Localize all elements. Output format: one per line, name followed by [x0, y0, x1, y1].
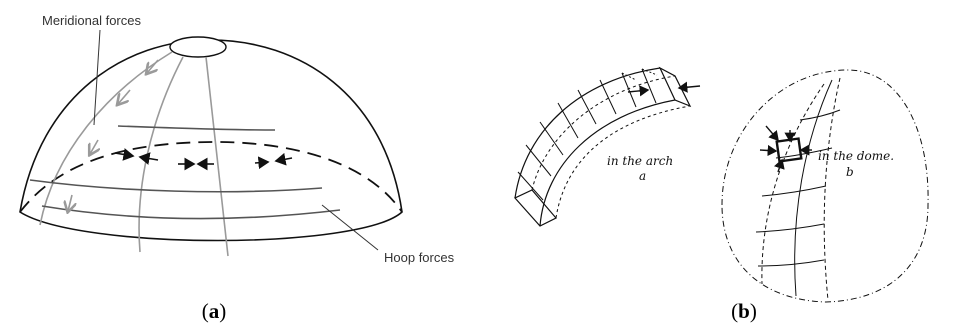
- meridian-line: [138, 56, 184, 253]
- arch-label: in the arch: [607, 154, 673, 168]
- dome-b-hoop: [761, 185, 827, 197]
- hoop-arrow-pair: [254, 152, 293, 170]
- dome-b-force-arrow: [765, 125, 779, 142]
- meridional-arrow: [90, 139, 98, 154]
- dome-b-hoop: [799, 109, 841, 121]
- dome-b-meridian: [823, 77, 841, 301]
- meridional-arrow: [118, 89, 131, 104]
- arch-outer-edge: [514, 67, 661, 199]
- arch-thrust-arrow: [627, 85, 650, 97]
- arch-bottom-end: [514, 189, 557, 227]
- hoop-line: [117, 125, 276, 131]
- dome-sublabel: b: [846, 165, 854, 179]
- oculus: [169, 36, 227, 58]
- arch-joint: [517, 171, 544, 201]
- arch-back-inner: [555, 105, 691, 219]
- dome-b-force-arrow: [759, 144, 778, 157]
- meridional-arrow: [147, 59, 159, 73]
- arch-joint: [599, 79, 617, 115]
- arch-joint: [621, 72, 637, 108]
- dome-b-meridian: [761, 83, 825, 285]
- hoop-forces-label: Hoop forces: [384, 250, 455, 265]
- dome-b-hoop: [755, 223, 825, 233]
- meridional-leader-line: [93, 29, 101, 126]
- arch-joint: [557, 102, 579, 139]
- panel-b-arch: in the arch a: [514, 66, 701, 227]
- dome-label: in the dome.: [818, 149, 894, 163]
- caption-b: (b): [731, 299, 757, 323]
- dome-b-force-arrow: [774, 158, 785, 173]
- hoop-line: [29, 179, 323, 193]
- arch-top-end: [658, 66, 692, 108]
- caption-a: (a): [202, 299, 227, 323]
- arch-thrust-arrow: [677, 81, 701, 93]
- hoop-leader-line: [321, 204, 379, 251]
- arch-joint: [621, 72, 637, 81]
- panel-a: Meridional forces Hoop forces (a): [19, 13, 455, 323]
- arch-joint: [539, 121, 564, 156]
- dome-b-outline: [721, 69, 929, 303]
- hoop-line: [41, 205, 341, 220]
- meridian-line: [205, 56, 229, 257]
- dome-b-hoop: [757, 259, 825, 267]
- arch-joint: [525, 144, 552, 177]
- panel-b-dome: in the dome. b: [721, 69, 929, 303]
- dome-b-meridian: [794, 79, 833, 297]
- meridional-forces-label: Meridional forces: [42, 13, 141, 28]
- meridian-line: [39, 51, 173, 226]
- equator-dashed-line: [19, 141, 403, 213]
- meridional-arrow: [68, 194, 72, 211]
- hoop-arrow-pair: [114, 148, 159, 165]
- arch-joint: [577, 89, 597, 125]
- arch-back-edge: [531, 75, 676, 191]
- arch-sublabel: a: [639, 169, 646, 183]
- arch-joint: [641, 68, 658, 76]
